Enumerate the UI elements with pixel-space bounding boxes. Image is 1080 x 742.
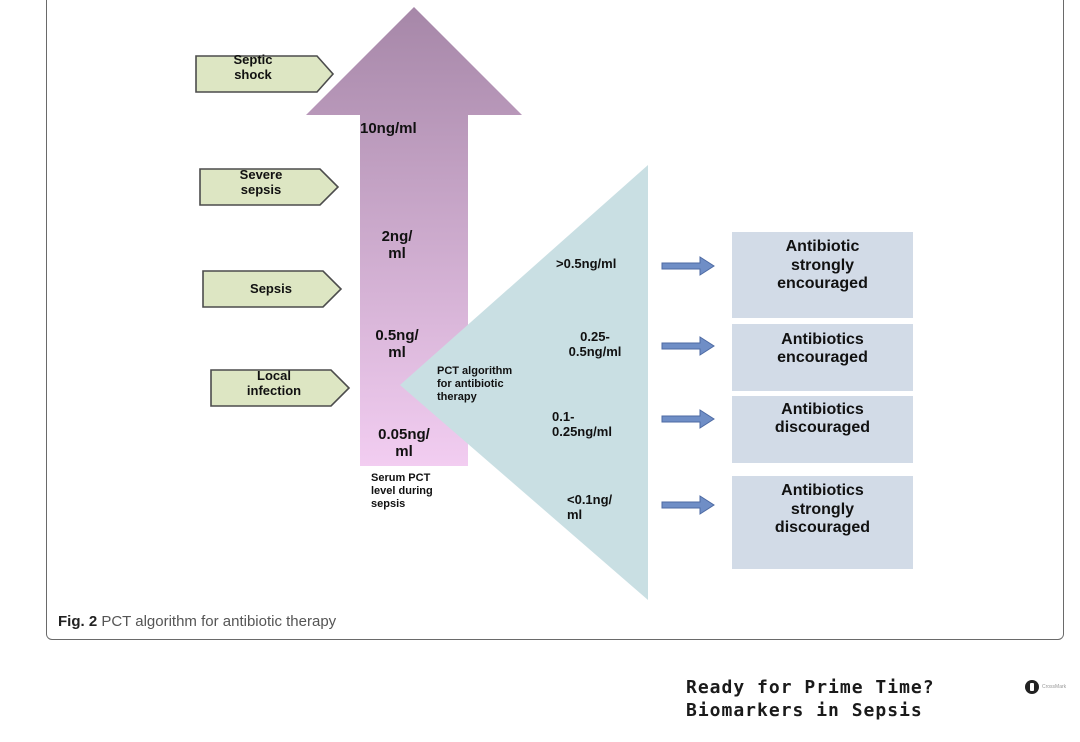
arrow-right-icon bbox=[661, 256, 715, 276]
range-label-0-25-0-5: 0.25- 0.5ng/ml bbox=[568, 329, 622, 359]
figure-number: Fig. 2 bbox=[58, 613, 98, 630]
level-label-0-05: 0.05ng/ ml bbox=[378, 426, 430, 461]
arrow-right-icon bbox=[661, 409, 715, 429]
stage-label-local-infection: Local infection bbox=[246, 368, 302, 398]
crossmark-label: CrossMark bbox=[1042, 684, 1067, 690]
slide-title-line-2: Biomarkers in Sepsis bbox=[686, 700, 923, 721]
outcome-box-strongly-encouraged bbox=[732, 232, 913, 318]
stage-box-local-infection bbox=[210, 369, 351, 407]
stage-label-septic-shock: Septic shock bbox=[233, 52, 273, 82]
arrow-right-icon bbox=[661, 495, 715, 515]
outcome-label-discouraged: Antibiotics discouraged bbox=[774, 400, 871, 436]
outcome-box-encouraged bbox=[732, 324, 913, 391]
stage-box-septic-shock bbox=[195, 55, 335, 93]
stage-box-severe-sepsis bbox=[199, 168, 340, 206]
outcome-label-strongly-encouraged: Antibiotic strongly encouraged bbox=[777, 238, 868, 293]
outcome-box-strongly-discouraged bbox=[732, 476, 913, 569]
pct-algorithm-triangle bbox=[400, 165, 648, 600]
level-label-10: 10ng/ml bbox=[360, 120, 417, 137]
serum-pct-label: Serum PCT level during sepsis bbox=[371, 472, 433, 511]
stage-box-sepsis bbox=[202, 270, 343, 308]
stage-label-sepsis: Sepsis bbox=[250, 281, 292, 296]
range-label-lt-0-1: <0.1ng/ ml bbox=[567, 492, 613, 522]
figure-caption: Fig. 2 PCT algorithm for antibiotic ther… bbox=[58, 613, 336, 630]
outcome-label-encouraged: Antibiotics encouraged bbox=[777, 330, 868, 366]
figure-caption-text: PCT algorithm for antibiotic therapy bbox=[101, 613, 337, 630]
level-label-0-5: 0.5ng/ ml bbox=[375, 327, 419, 362]
crossmark-icon bbox=[1025, 680, 1039, 694]
range-label-0-1-0-25: 0.1- 0.25ng/ml bbox=[552, 409, 612, 439]
crossmark-badge[interactable]: CrossMark bbox=[1025, 680, 1066, 694]
level-label-2: 2ng/ ml bbox=[381, 228, 413, 263]
slide-title-line-1: Ready for Prime Time? bbox=[686, 677, 935, 698]
outcome-box-discouraged bbox=[732, 396, 913, 463]
algorithm-label: PCT algorithm for antibiotic therapy bbox=[437, 365, 513, 404]
range-label-gt-0-5: >0.5ng/ml bbox=[556, 256, 617, 271]
stage-label-severe-sepsis: Severe sepsis bbox=[239, 167, 283, 197]
slide-title: Ready for Prime Time? Biomarkers in Seps… bbox=[686, 676, 935, 722]
outcome-label-strongly-discouraged: Antibiotics strongly discouraged bbox=[774, 482, 871, 537]
arrow-right-icon bbox=[661, 336, 715, 356]
